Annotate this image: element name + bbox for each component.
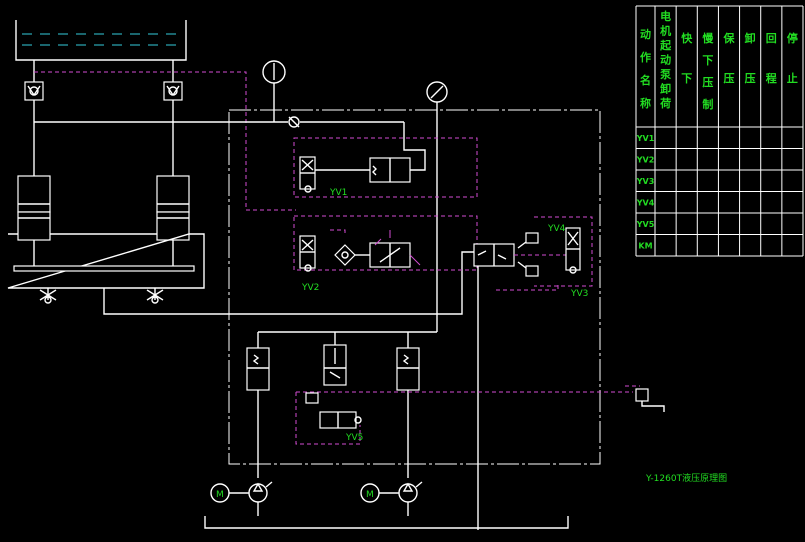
label-yv4: YV4: [547, 224, 566, 234]
table-row-label: YV5: [636, 220, 655, 229]
table-column-header-char: 压: [724, 71, 735, 85]
right-relief-valve: [396, 347, 420, 478]
pressure-gauge-left: [262, 60, 286, 122]
label-yv1: YV1: [329, 188, 347, 198]
svg-text:M: M: [216, 490, 224, 500]
table-title-char: 称: [640, 96, 651, 110]
line-check-valve: [288, 116, 300, 128]
yv1-valve-group: [293, 122, 478, 198]
oil-tank: [15, 20, 187, 61]
left-throttle-valve: [39, 288, 57, 304]
table-column-header-char: 回: [766, 31, 777, 45]
table-column-header-char: 停: [787, 31, 798, 45]
oil-tank-return: [204, 516, 569, 529]
table-column-header-char: 机: [660, 24, 671, 38]
table-column-header-char: 卸: [745, 31, 756, 45]
table-title-char: 作: [640, 50, 651, 64]
table-column-header-char: 快: [680, 31, 693, 45]
table-column-header-char: 压: [702, 75, 713, 89]
pressure-gauge-right: [426, 81, 448, 330]
table-column-header-char: 下: [681, 72, 692, 85]
press-platen: [7, 233, 205, 289]
valve-block-outline: [228, 109, 601, 465]
action-table: 动作名称电机起动泵卸荷快下慢下压制保压卸压回程停止YV1YV2YV3YV4YV5…: [635, 5, 804, 257]
table-row-label: YV2: [636, 155, 655, 164]
table-column-header-char: 慢: [702, 31, 714, 45]
table-title-char: 动: [640, 27, 651, 41]
table-column-header-char: 动: [660, 53, 671, 67]
left-pump-motor: M: [210, 481, 273, 516]
yv2-valve-group: [293, 215, 478, 272]
table-row-label: KM: [638, 241, 652, 250]
right-cylinder: [156, 175, 190, 266]
table-column-header-char: 电: [660, 9, 671, 23]
table-column-header-char: 止: [787, 71, 798, 85]
yv3-yv4-valve-group: [473, 216, 593, 530]
middle-valve: [323, 344, 347, 386]
table-column-header-char: 制: [702, 97, 713, 111]
table-column-header-char: 下: [702, 54, 713, 67]
label-yv3: YV3: [570, 289, 588, 299]
right-throttle-valve: [146, 288, 164, 304]
label-yv5: YV5: [345, 433, 363, 443]
table-column-header-char: 起: [659, 38, 672, 52]
table-row-label: YV3: [636, 177, 655, 186]
table-title-char: 名: [640, 73, 651, 87]
right-check-valve: [163, 60, 183, 176]
remote-pressure-element: [625, 385, 665, 412]
yv5-valve-group: [295, 391, 633, 445]
table-column-header-char: 压: [745, 71, 756, 85]
table-row-label: YV4: [636, 198, 655, 207]
left-cylinder: [17, 175, 51, 266]
svg-text:M: M: [366, 490, 374, 500]
left-check-valve: [24, 60, 44, 176]
left-relief-valve: [246, 347, 270, 478]
table-column-header-char: 保: [723, 31, 736, 45]
table-column-header-char: 泵: [660, 68, 671, 81]
right-pump-motor: M: [360, 481, 423, 516]
label-yv2: YV2: [301, 283, 319, 293]
table-column-header-char: 卸: [660, 82, 671, 96]
table-column-header-char: 程: [766, 71, 777, 85]
table-column-header-char: 荷: [659, 96, 671, 110]
table-row-label: YV1: [636, 134, 655, 143]
diagram-caption: Y-1260T液压原理图: [645, 472, 727, 484]
